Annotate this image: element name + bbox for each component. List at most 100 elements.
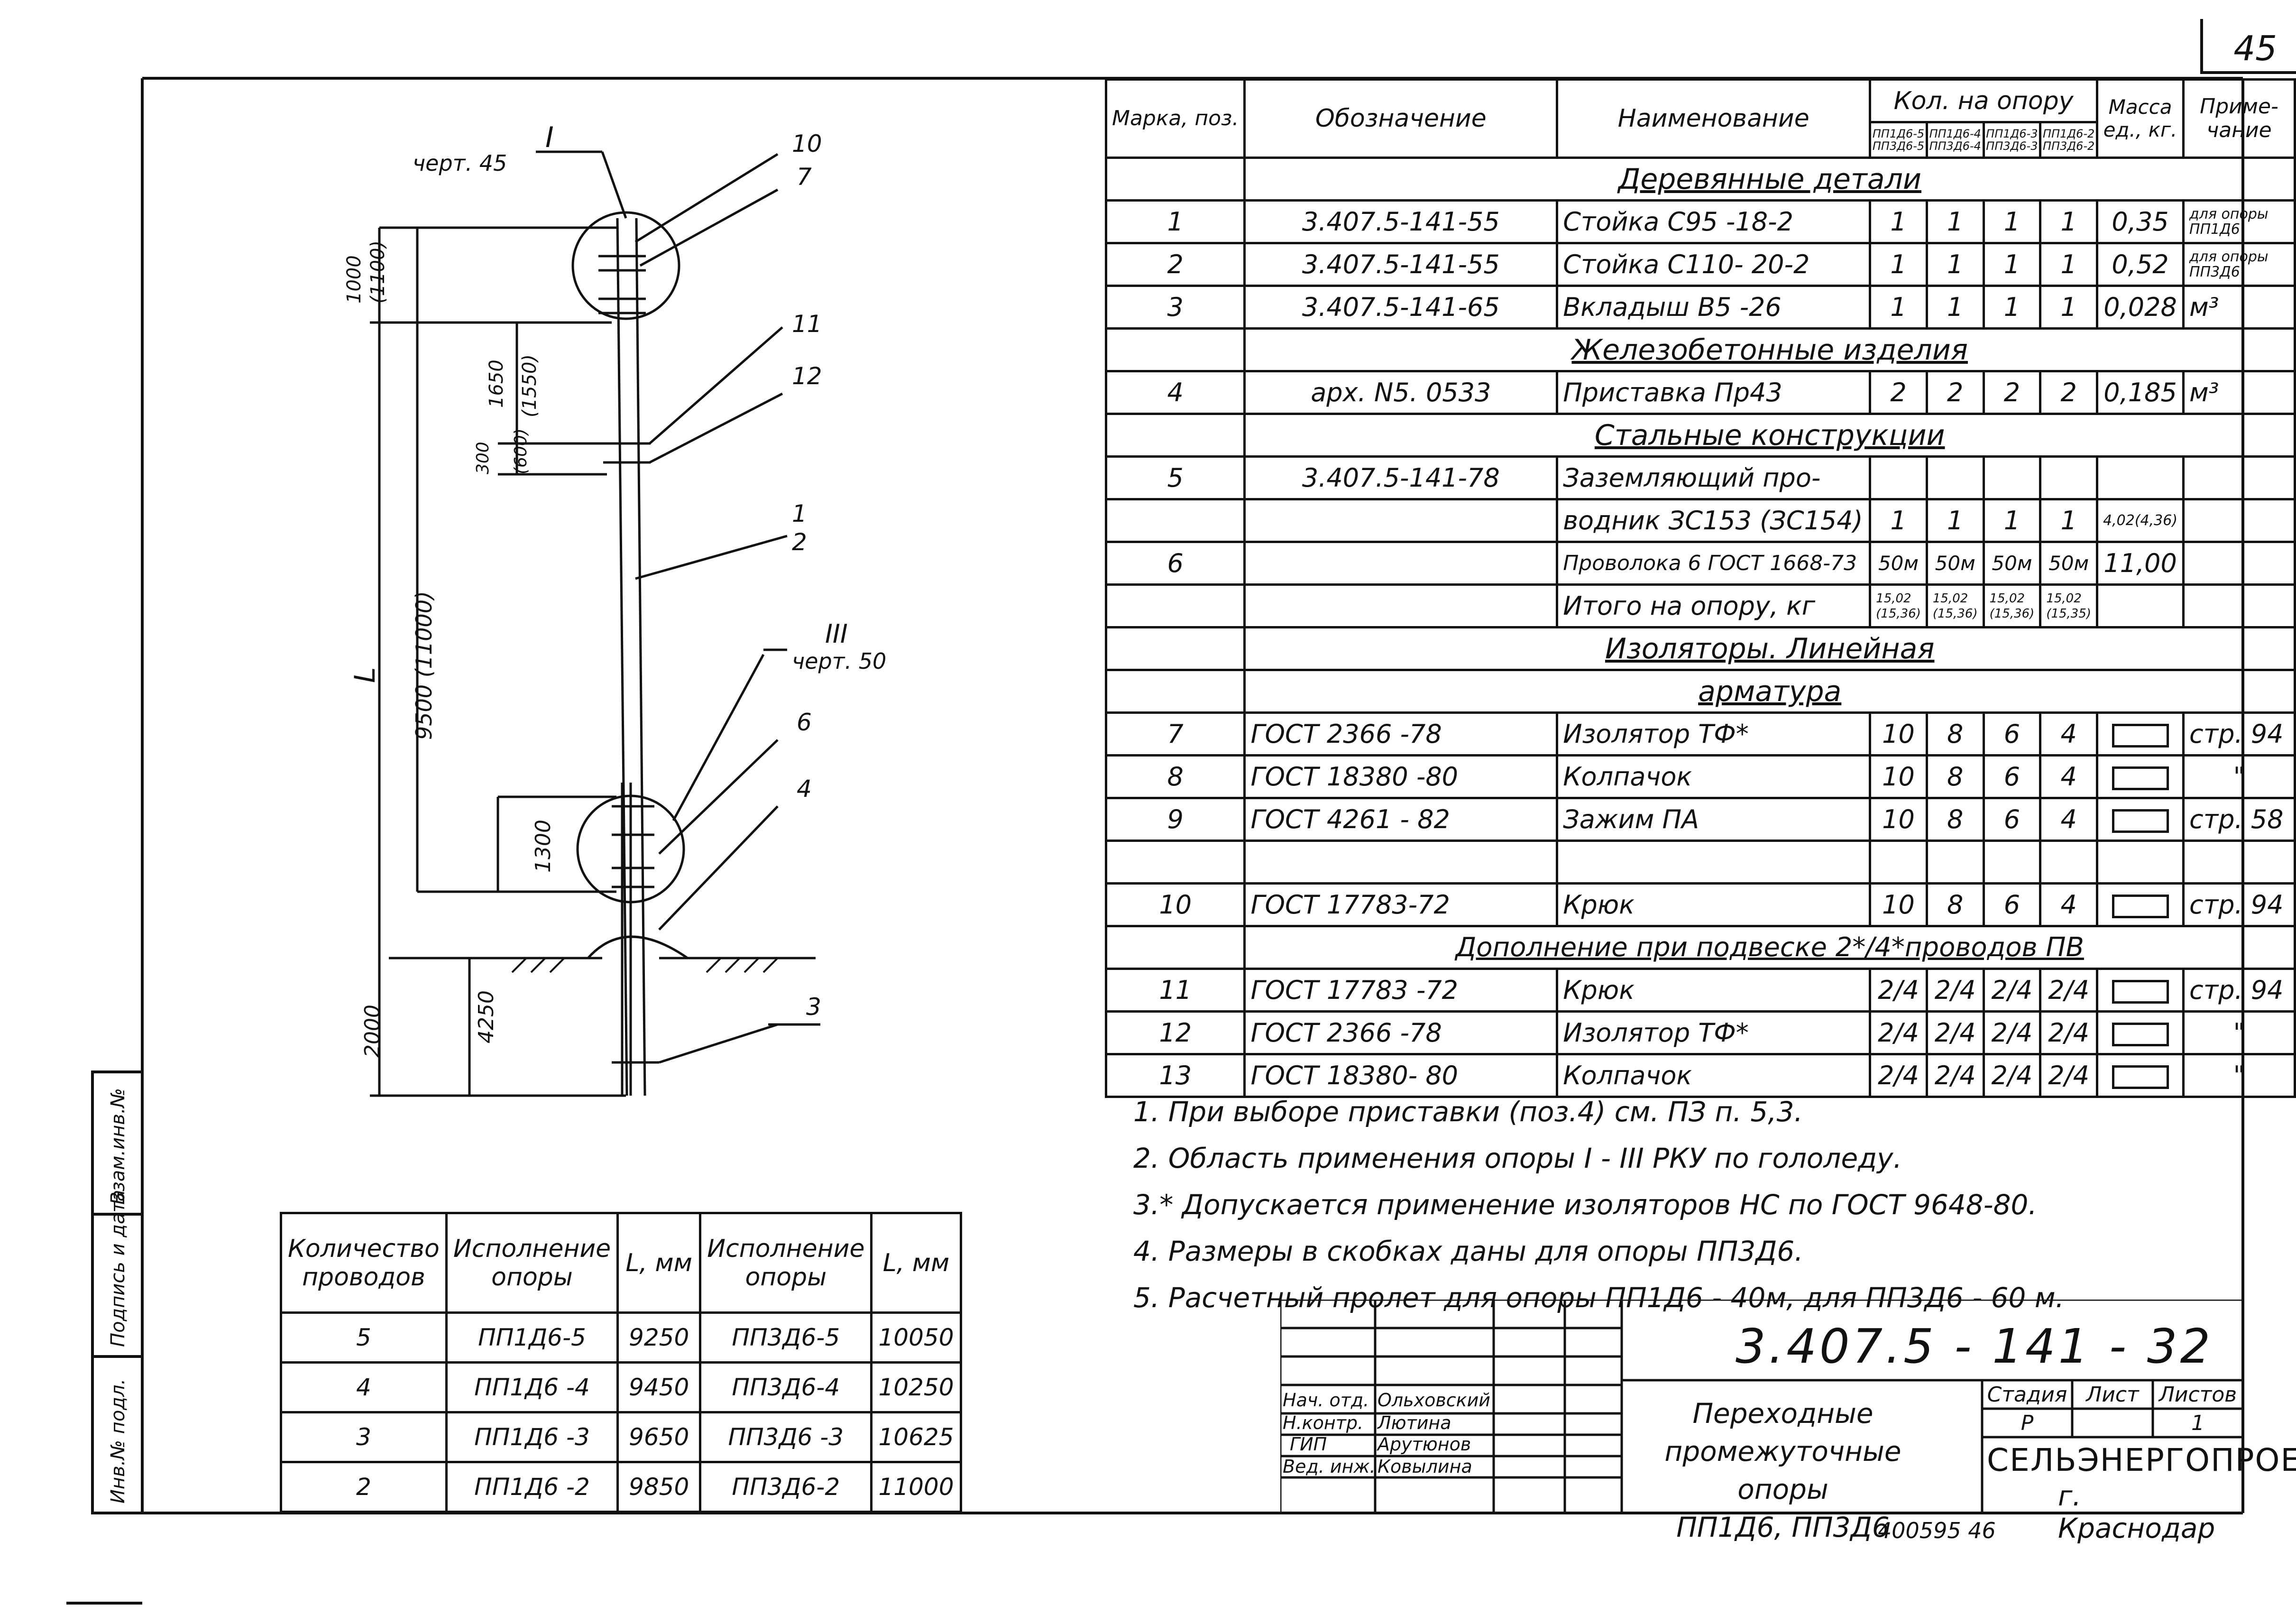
cell: 6: [1982, 882, 2042, 927]
table-row: 8 ГОСТ 18380 -80 Колпачок 10 8 6 4 ": [1104, 754, 2296, 799]
cell: 4,02(4,36): [2096, 498, 2185, 543]
pos-3: 3: [806, 993, 821, 1021]
mass-box: [2112, 766, 2169, 791]
pos-2: 2: [792, 528, 807, 556]
mass-box: [2112, 895, 2169, 919]
cell: 8: [1925, 711, 1985, 757]
role-2: Н.контр.: [1283, 1412, 1364, 1433]
cell: 4: [2039, 711, 2099, 757]
cell: 2/4: [2039, 1010, 2099, 1055]
cell: для опоры ПП3Д6: [2182, 242, 2296, 287]
cell: ГОСТ 17783-72: [1243, 882, 1559, 927]
cell: 5: [280, 1311, 448, 1364]
note-5: 5. Расчетный пролет для опоры ПП1Д6 - 40…: [1133, 1282, 2065, 1314]
cell: водник ЗС153 (ЗС154): [1556, 498, 1872, 543]
hdr-qty-5: ПП1Д6-5 ПП3Д6-5: [1869, 121, 1928, 159]
table-row: 10 ГОСТ 17783-72 Крюк 10 8 6 4 стр. 94: [1104, 882, 2296, 927]
hdr-name: Наименование: [1556, 78, 1872, 159]
cell: 1: [2039, 498, 2099, 543]
hdr-qty-2: ПП1Д6-2 ПП3Д6-2: [2039, 121, 2099, 159]
cell: стр. 94: [2182, 882, 2296, 927]
cell: 10: [1869, 711, 1928, 757]
margin-inv: Инв.№ подл.: [107, 1379, 129, 1504]
drawing-title-line-1: Переходные: [1692, 1397, 1874, 1430]
cell: Итого на опору, кг: [1556, 583, 1872, 628]
title-block: 3.407.5 - 141 - 32 Нач. отд. Н.контр. ГИ…: [1280, 1300, 2296, 1544]
table-row: 4 арх. N5. 0533 Приставка Пр43 2 2 2 2 0…: [1104, 370, 2296, 415]
cell: ПП3Д6-2: [699, 1461, 873, 1513]
cell: 3: [1104, 285, 1246, 330]
cell: Заземляющий про-: [1556, 455, 1872, 500]
cell: 1: [1869, 498, 1928, 543]
cell: 3.407.5-141-55: [1243, 199, 1559, 244]
table-row: 3 3.407.5-141-65 Вкладыш В5 -26 1 1 1 1 …: [1104, 285, 2296, 330]
pos-12: 12: [792, 362, 822, 390]
cell: 1: [1104, 199, 1246, 244]
cell: 1: [1925, 498, 1985, 543]
dim-1550: (1550): [519, 354, 541, 417]
cell: ГОСТ 2366 -78: [1243, 711, 1559, 757]
cell: 10: [1869, 797, 1928, 842]
cell: 12: [1104, 1010, 1246, 1055]
cell: 2/4: [2039, 1053, 2099, 1098]
cell: 1: [1925, 285, 1985, 330]
table-row: 2 ПП1Д6 -2 9850 ПП3Д6-2 11000: [280, 1461, 962, 1513]
name-4: Ковылина: [1378, 1456, 1472, 1477]
cell: 11000: [870, 1461, 962, 1513]
margin-podpis: Подпись и дата: [107, 1190, 129, 1347]
table-row: Итого на опору, кг 15,02 (15,36) 15,02 (…: [1104, 583, 2296, 628]
cell: 2: [1869, 370, 1928, 415]
cell: 2: [2039, 370, 2099, 415]
section-insul-2: арматура: [1243, 669, 2296, 714]
notes: 1. При выборе приставки (поз.4) см. ПЗ п…: [1133, 1089, 2064, 1321]
pos-4: 4: [797, 775, 812, 803]
role-3: ГИП: [1290, 1434, 1327, 1455]
cell: 11: [1104, 968, 1246, 1013]
cell: 10: [1869, 754, 1928, 799]
cell: 6: [1982, 754, 2042, 799]
cell: 1: [1982, 285, 2042, 330]
wires-table: Количество проводов Исполнение опоры L, …: [280, 1212, 962, 1513]
cell: 4: [2039, 754, 2099, 799]
cell: 6: [1982, 711, 2042, 757]
cell: 4: [1104, 370, 1246, 415]
cell: 2/4: [1925, 968, 1985, 1013]
cell: 9: [1104, 797, 1246, 842]
wires-hdr-L-1: L, мм: [616, 1212, 702, 1314]
table-row: 5 ПП1Д6-5 9250 ПП3Д6-5 10050: [280, 1311, 962, 1364]
cell: 1: [1982, 242, 2042, 287]
sheets-value: 1: [2191, 1411, 2204, 1435]
hdr-qty-3: ПП1Д6-3 ПП3Д6-3: [1982, 121, 2042, 159]
cell: 9450: [616, 1361, 702, 1413]
cell: 4: [280, 1361, 448, 1413]
cell: Проволока 6 ГОСТ 1668-73: [1556, 541, 1872, 586]
cell: 2/4: [1869, 1010, 1928, 1055]
table-row: 1 3.407.5-141-55 Стойка С95 -18-2 1 1 1 …: [1104, 199, 2296, 244]
stage-value: Р: [2020, 1411, 2034, 1435]
cell: 1: [2039, 285, 2099, 330]
cell: 1: [1925, 242, 1985, 287]
section-wood: Деревянные детали: [1243, 157, 2296, 202]
cell: 13: [1104, 1053, 1246, 1098]
table-row: 7 ГОСТ 2366 -78 Изолятор ТФ* 10 8 6 4 ст…: [1104, 711, 2296, 757]
cell: ГОСТ 2366 -78: [1243, 1010, 1559, 1055]
wires-hdr-exec-2: Исполнение опоры: [699, 1212, 873, 1314]
cell: Вкладыш В5 -26: [1556, 285, 1872, 330]
archive-stamp: 400595 46: [1878, 1518, 1996, 1543]
table-row: 3 ПП1Д6 -3 9650 ПП3Д6 -3 10625: [280, 1411, 962, 1463]
cell: 50м: [2039, 541, 2099, 586]
stage-header: Стадия: [1987, 1383, 2067, 1407]
cell: 1: [1982, 498, 2042, 543]
mass-box: [2112, 724, 2169, 748]
hdr-qty: Кол. на опору: [1869, 78, 2099, 123]
cell: 0,35: [2096, 199, 2185, 244]
page-number-box: [2200, 19, 2296, 74]
table-row: 2 3.407.5-141-55 Стойка С110- 20-2 1 1 1…: [1104, 242, 2296, 287]
cell: 1: [1869, 199, 1928, 244]
cell: 10: [1869, 882, 1928, 927]
cell: 9250: [616, 1311, 702, 1364]
hdr-designation: Обозначение: [1243, 78, 1559, 159]
cell: 4: [2039, 797, 2099, 842]
